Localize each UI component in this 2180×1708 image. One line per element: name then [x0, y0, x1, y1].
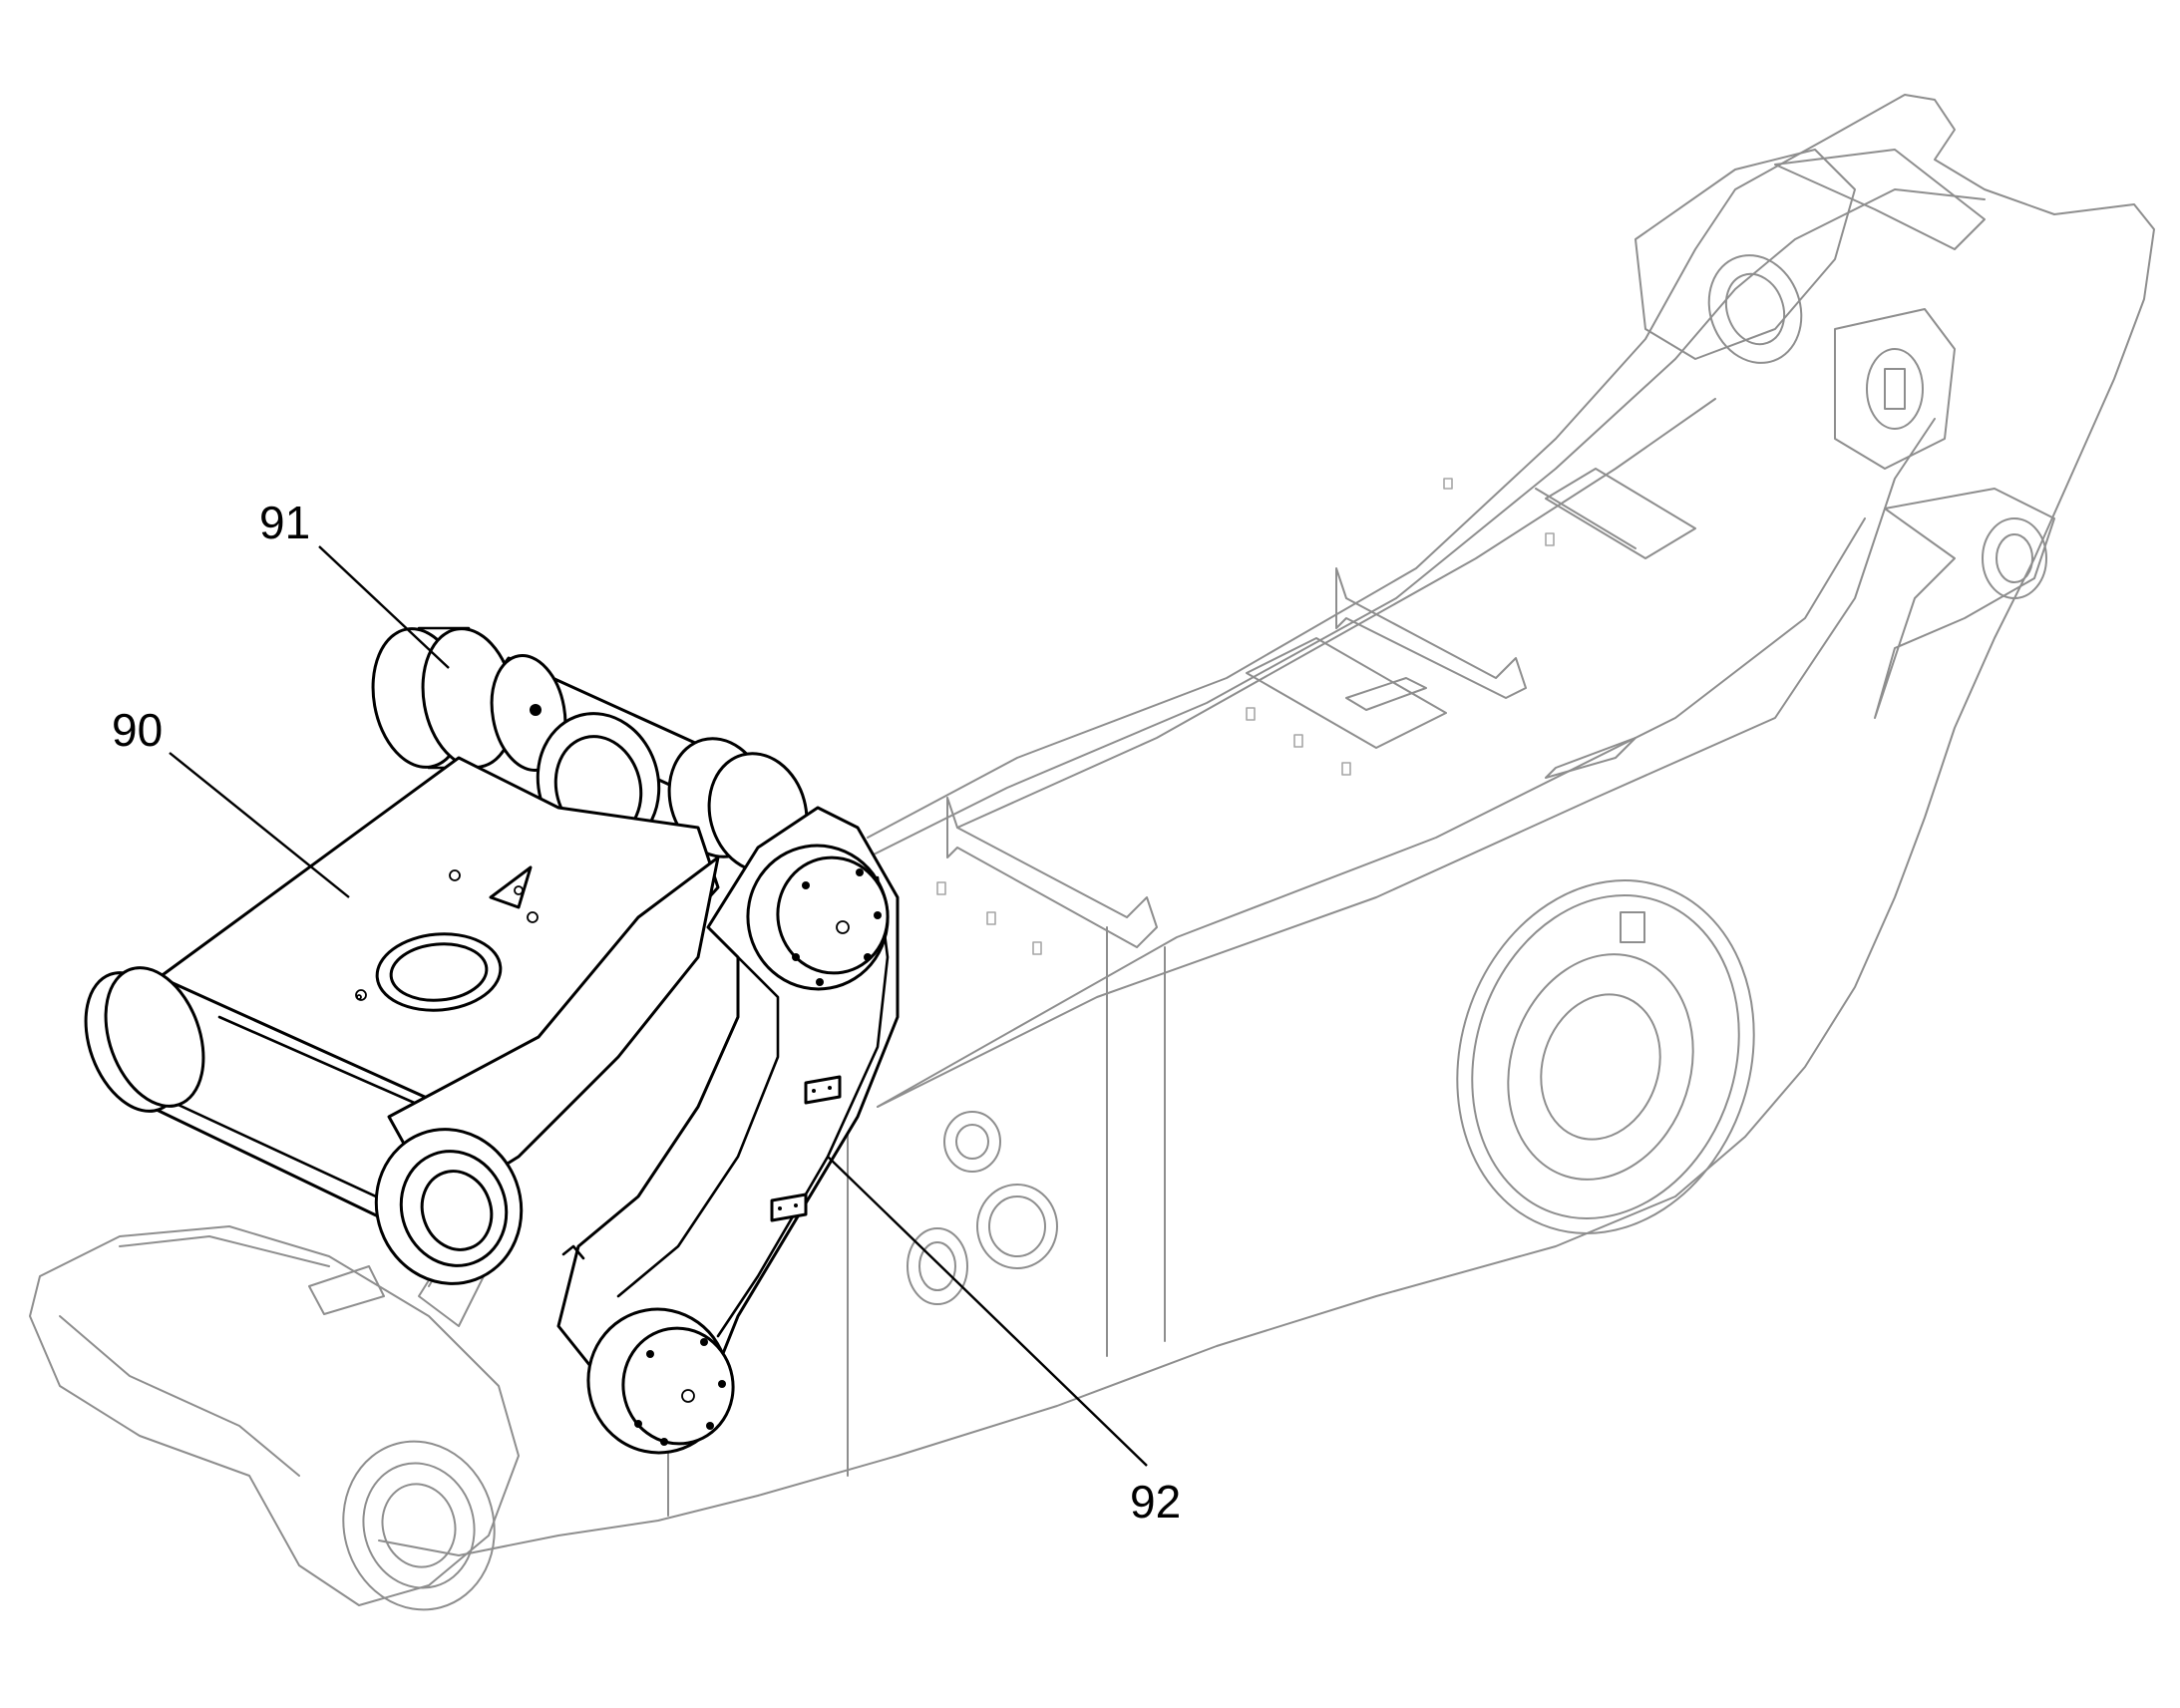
- curved-arm-inner-edge: [616, 955, 780, 1298]
- arm-cap-top-center: [836, 920, 850, 934]
- boom-lower-crease: [877, 517, 1866, 1108]
- callout-92: 92: [1130, 1476, 1181, 1528]
- boom-assembly: [29, 94, 2155, 1611]
- lifting-lug: [489, 865, 533, 909]
- leader-92: [827, 1156, 1148, 1467]
- curved-arm-outer-edge: [716, 875, 890, 1338]
- grease-fittings: [355, 869, 539, 1001]
- boom-foot: [29, 1210, 520, 1611]
- stud: [1246, 707, 1256, 721]
- part-90-link-block: [84, 756, 720, 1285]
- boom-outline: [378, 94, 2155, 1556]
- link-block-end-left-b: [104, 966, 205, 1108]
- arm-cap-bottom-center: [681, 1389, 695, 1403]
- callout-90: 90: [112, 704, 163, 756]
- wear-pad-2: [770, 1193, 808, 1222]
- leader-91: [318, 545, 450, 669]
- cross-plate-1: [1246, 637, 1447, 749]
- leader-90: [169, 752, 350, 898]
- cross-plate-2: [1545, 468, 1696, 559]
- stud: [1032, 941, 1042, 955]
- wear-pad-1: [804, 1075, 842, 1105]
- arm-tab: [561, 1244, 585, 1260]
- studs: [936, 478, 1555, 955]
- side-pivot-boss: [1456, 879, 1755, 1234]
- boom-side-crease: [877, 418, 1936, 1108]
- part-92-curved-arm: [556, 806, 900, 1455]
- stud: [1341, 762, 1351, 776]
- callout-91: 91: [259, 497, 310, 548]
- arm-cap-top-bolts: [792, 868, 882, 986]
- pad-plate-1: [1345, 677, 1427, 711]
- stud: [1293, 734, 1303, 748]
- bracket-1: [946, 797, 1158, 948]
- bracket-2: [1335, 567, 1527, 699]
- stud: [986, 911, 996, 925]
- boom-top-edge: [867, 188, 1986, 858]
- stud: [1545, 532, 1555, 546]
- lower-bosses: [907, 1111, 1058, 1305]
- arm-cap-bottom-bolts: [634, 1338, 726, 1446]
- stud: [936, 881, 946, 895]
- stud: [1443, 478, 1453, 490]
- link-block-edge-2: [138, 1085, 421, 1218]
- cross-plate-3: [1535, 488, 1636, 549]
- link-block-eye-inner: [420, 1170, 494, 1251]
- inner-floor-line: [956, 398, 1716, 829]
- boom-head: [1545, 149, 2055, 779]
- lifting-lug-hole: [514, 885, 524, 895]
- pin-bolt-hole: [533, 707, 539, 713]
- link-block-port-inner: [389, 942, 489, 1002]
- callouts: 91 90 92: [112, 497, 1181, 1528]
